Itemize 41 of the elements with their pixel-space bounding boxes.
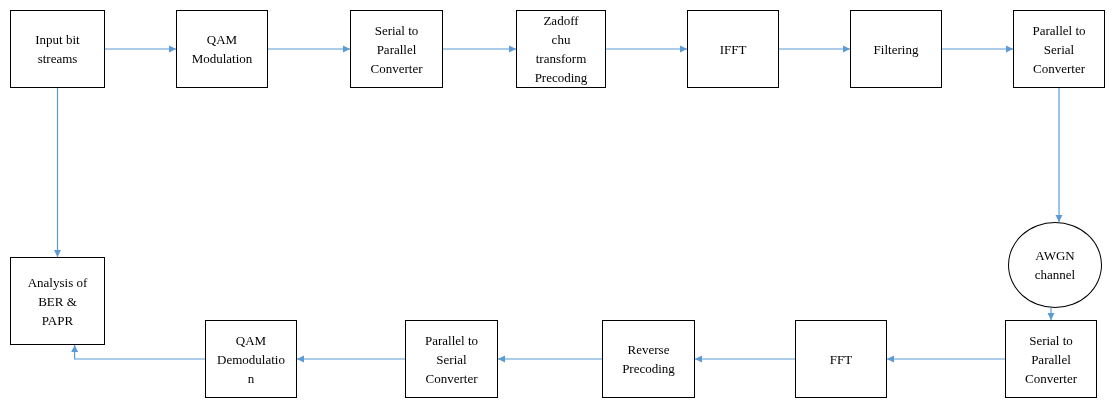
node-label: QAM Demodulatio n: [217, 331, 285, 388]
process-box: [176, 10, 268, 88]
node-label: Parallel to Serial Converter: [423, 331, 480, 388]
arrow: [267, 45, 351, 53]
arrow: [442, 45, 517, 53]
process-box: [687, 10, 779, 88]
arrow: [941, 45, 1014, 53]
process-box: [516, 10, 606, 88]
arrow: [605, 45, 688, 53]
process-box: [1013, 10, 1105, 88]
arrow: [1055, 87, 1063, 223]
arrow: [497, 355, 603, 363]
node-label: Input bit streams: [34, 31, 81, 68]
node-label: Zadoff chu transform Precoding: [533, 12, 589, 87]
node-label: IFFT: [719, 40, 747, 59]
node-label: Filtering: [873, 40, 919, 59]
arrow: [54, 87, 61, 258]
arrow: [886, 355, 1006, 363]
node-label: Analysis of BER & PAPR: [27, 273, 88, 330]
process-box: [795, 320, 887, 398]
process-box: [602, 320, 695, 398]
process-box: [405, 320, 498, 398]
arrow: [1047, 307, 1055, 321]
process-box: [205, 320, 297, 398]
process-box: [350, 10, 443, 88]
process-box: [10, 257, 105, 345]
node-label: FFT: [829, 350, 853, 369]
arrow: [694, 355, 796, 363]
process-box: [1005, 320, 1097, 398]
node-label: Reverse Precoding: [621, 341, 676, 378]
node-label: AWGN channel: [1033, 247, 1077, 284]
arrow: [104, 45, 177, 53]
node-label: Serial to Parallel Converter: [1024, 331, 1078, 388]
node-label: Parallel to Serial Converter: [1031, 21, 1087, 78]
node-label: QAM Modulation: [191, 31, 253, 68]
process-box: [10, 10, 105, 88]
arrow: [71, 344, 206, 360]
node-label: Serial to Parallel Converter: [369, 21, 424, 78]
arrow: [296, 355, 406, 363]
process-box: [850, 10, 942, 88]
arrow: [778, 45, 851, 53]
